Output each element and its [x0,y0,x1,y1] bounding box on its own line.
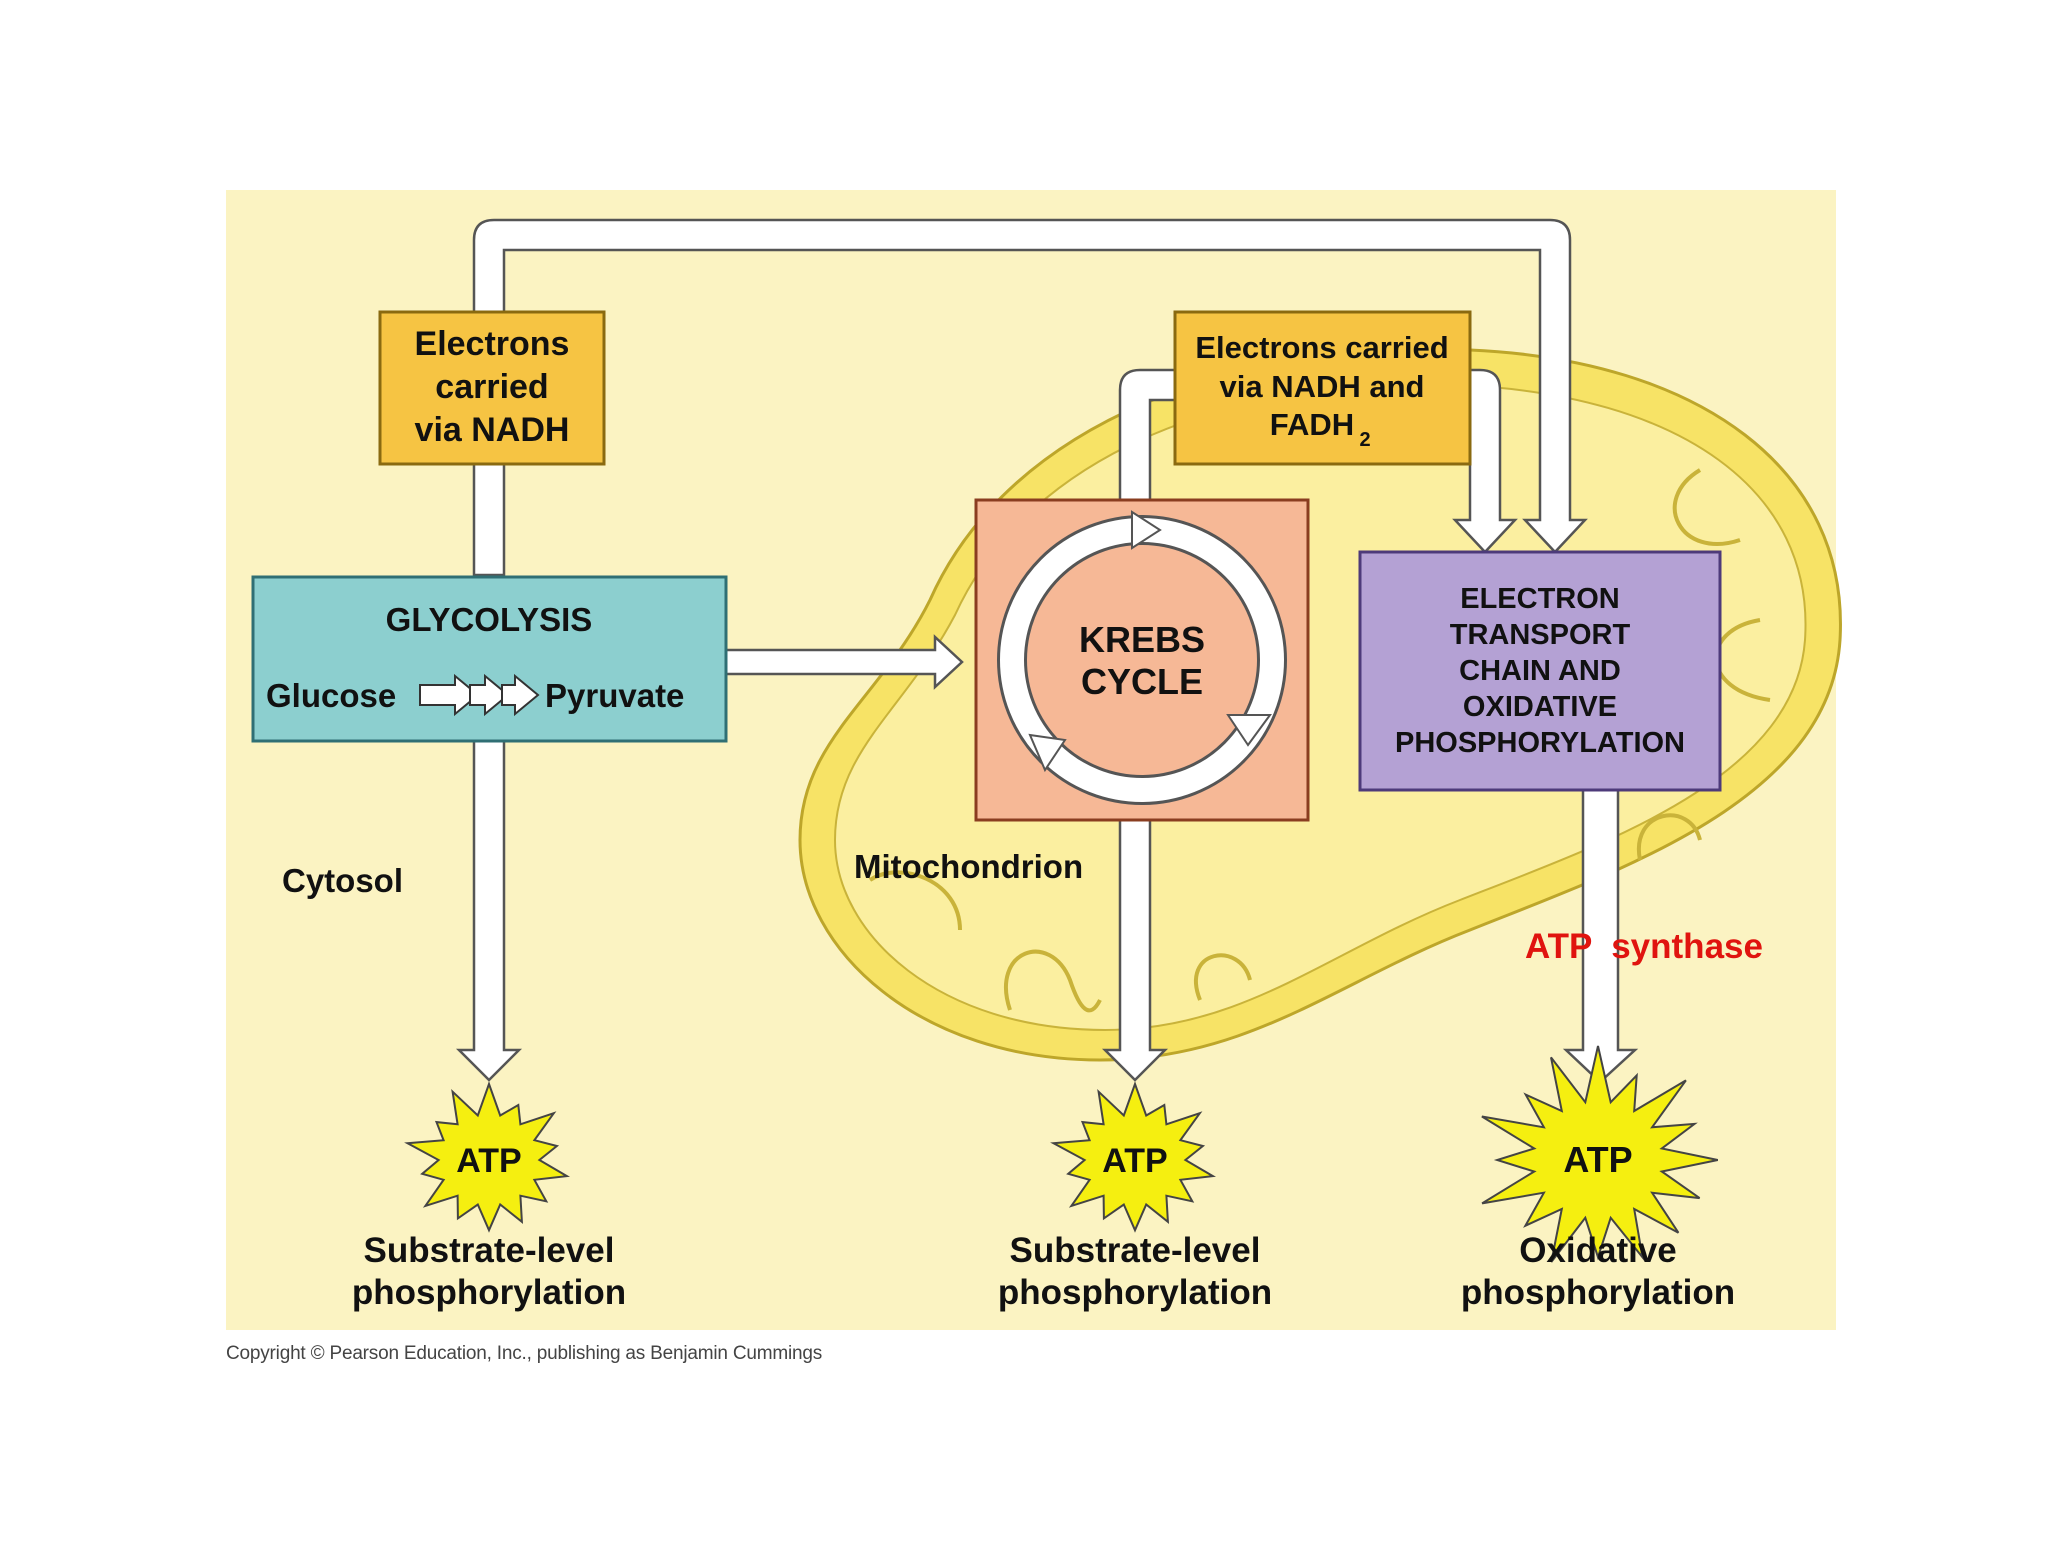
etc-line4: OXIDATIVE [1463,691,1617,723]
etc-to-atp-arrow [1562,788,1639,1084]
atp-caption-line2: phosphorylation [352,1273,626,1312]
cycle-arrowheads [1028,510,1272,773]
atp-burst-oxidative: ATP Oxidative phosphorylation [1461,1045,1735,1312]
pyruvate-label: Pyruvate [545,677,684,714]
glycolysis-title: GLYCOLYSIS [386,601,593,638]
nadh-carrier-box: Electrons carried via NADH [378,310,606,466]
atp-label: ATP [1102,1142,1167,1180]
nadh-box-line2: carried [435,368,548,406]
atp-caption-line2: phosphorylation [998,1273,1272,1312]
cytosol-label: Cytosol [282,862,403,899]
krebs-cycle-box: KREBS CYCLE [974,498,1310,822]
atp-caption-line1: Oxidative [1519,1231,1677,1270]
atp-burst-shape [404,1081,570,1233]
krebs-line1: KREBS [1079,619,1205,660]
atp-burst-glycolysis: ATP Substrate-level phosphorylation [352,1081,626,1312]
atp-burst-shape [1050,1081,1216,1233]
etc-line3: CHAIN AND [1459,655,1621,687]
krebs-to-atp-arrow [1101,818,1169,1082]
pyruvate-to-krebs-arrow [723,634,964,690]
atp-synthase-annotation: ATP synthase [1525,927,1763,966]
nadh-fadh-box-line2: via NADH and [1220,369,1425,404]
nadh-fadh-carrier-box: Electrons carried via NADH and FADH 2 [1173,310,1472,466]
nadh-fadh-box-line3: FADH [1270,407,1354,442]
atp-caption-line1: Substrate-level [1010,1231,1261,1270]
krebs-line2: CYCLE [1081,661,1203,702]
glycolysis-to-atp-arrow [455,738,523,1082]
atp-caption-line2: phosphorylation [1461,1273,1735,1312]
nadh-fadh-electron-flow-arrow [1118,368,1518,554]
nadh-fadh-box-line1: Electrons carried [1195,330,1448,365]
etc-line5: PHOSPHORYLATION [1395,727,1685,759]
atp-burst-krebs: ATP Substrate-level phosphorylation [998,1081,1272,1312]
electron-transport-chain-box: ELECTRON TRANSPORT CHAIN AND OXIDATIVE P… [1358,550,1722,792]
atp-caption-line1: Substrate-level [364,1231,615,1270]
atp-burst-shape [1481,1045,1719,1263]
etc-line2: TRANSPORT [1450,619,1631,651]
mitochondrion-label: Mitochondrion [854,848,1083,885]
fadh-subscript: 2 [1359,429,1370,451]
nadh-electron-flow-arrow [472,218,1588,577]
flow-arrows [455,218,1639,1084]
etc-line1: ELECTRON [1460,583,1620,615]
atp-label: ATP [456,1142,521,1180]
glucose-label: Glucose [266,677,396,714]
copyright-notice: Copyright © Pearson Education, Inc., pub… [226,1343,823,1364]
nadh-box-line1: Electrons [415,325,570,363]
atp-label: ATP [1563,1139,1632,1180]
glycolysis-box: GLYCOLYSIS Glucose Pyruvate [251,575,728,743]
nadh-box-line3: via NADH [415,411,570,449]
glycolysis-steps-arrows [419,673,540,717]
